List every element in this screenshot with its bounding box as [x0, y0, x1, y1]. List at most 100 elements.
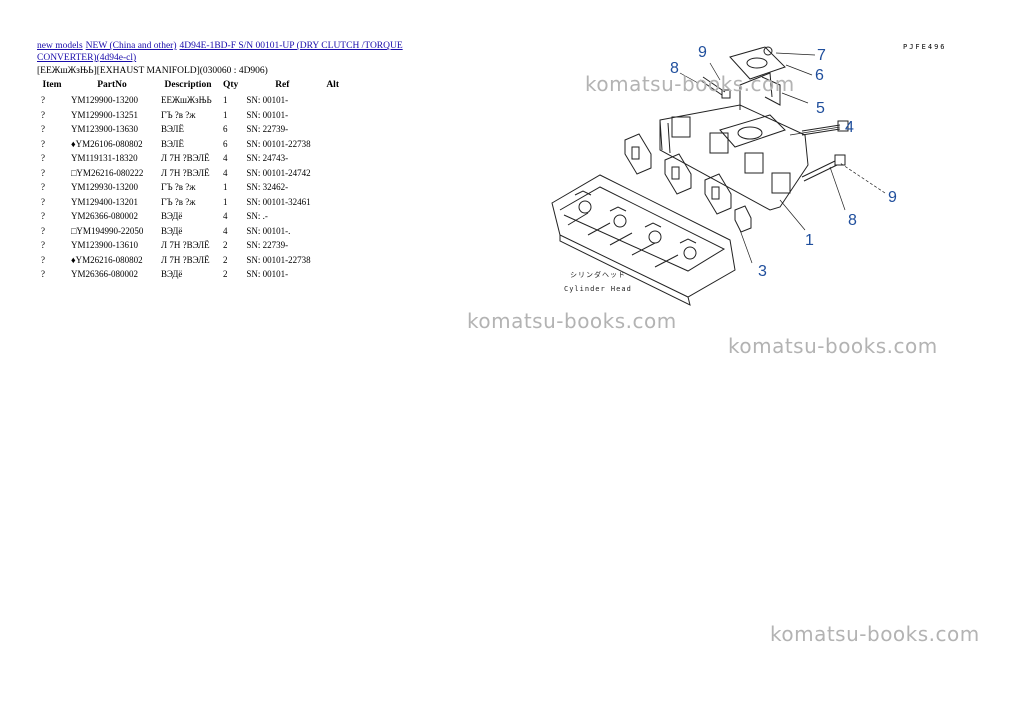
row-partno: YM129930-13200: [71, 182, 138, 193]
cylinder-head-label-en: Cylinder Head: [564, 285, 632, 293]
row-description: ВЭЛЁ: [161, 138, 184, 149]
row-partno: YM129900-13200: [71, 95, 138, 106]
page-title: [EEЖшЖзЊЬ][EXHAUST MANIFOLD](030060 : 4D…: [37, 66, 268, 76]
row-description: Л 7Н ?ВЭЛЁ: [161, 240, 210, 251]
row-description: ВЭДё: [161, 269, 183, 280]
row-ref: SN: 00101-24742: [246, 167, 311, 178]
header-description: Description: [164, 80, 212, 90]
row-partno: □YM194990-22050: [71, 225, 144, 236]
row-ref: SN: 24743-: [246, 153, 289, 164]
parts-table: Item PartNo Description Qty Ref Alt ?YM1…: [37, 78, 343, 282]
row-qty: 1: [223, 109, 228, 120]
row-qty: 4: [223, 167, 228, 178]
row-description: ВЭЛЁ: [161, 124, 184, 135]
row-qty: 4: [223, 225, 228, 236]
row-item: ?: [41, 138, 45, 149]
row-partno: YM129400-13201: [71, 196, 138, 207]
header-alt: Alt: [326, 80, 339, 90]
row-ref: SN: 00101-32461: [246, 196, 311, 207]
table-row: ? ♦YM26106-080802 ВЭЛЁ 6 SN: 00101-22738: [37, 137, 343, 152]
header-partno: PartNo: [97, 80, 127, 90]
row-qty: 1: [223, 196, 228, 207]
figure-code: PJFE496: [903, 43, 947, 51]
row-qty: 2: [223, 240, 228, 251]
table-row: ? YM129900-13251 ГЪ ?в ?ж 1 SN: 00101-: [37, 108, 343, 123]
row-item: ?: [41, 95, 45, 106]
row-item: ?: [41, 211, 45, 222]
row-description: Л 7Н ?ВЭЛЁ: [161, 254, 210, 265]
row-alt: [322, 267, 343, 282]
row-description: ГЪ ?в ?ж: [161, 196, 196, 207]
row-ref: SN: 32462-: [246, 182, 289, 193]
row-description: Л 7Н ?ВЭЛЁ: [161, 167, 210, 178]
row-qty: 4: [223, 153, 228, 164]
row-alt: [322, 166, 343, 181]
table-row: ? YM123900-13610 Л 7Н ?ВЭЛЁ 2 SN: 22739-: [37, 238, 343, 253]
row-partno: YM129900-13251: [71, 109, 138, 120]
watermark: komatsu-books.com: [728, 334, 938, 358]
row-ref: SN: 00101-: [246, 95, 289, 106]
row-alt: [322, 209, 343, 224]
callout-4: 4: [845, 119, 854, 136]
row-ref: SN: .-: [246, 211, 268, 222]
row-alt: [322, 122, 343, 137]
row-ref: SN: 22739-: [246, 240, 289, 251]
row-ref: SN: 00101-: [246, 109, 289, 120]
row-ref: SN: 00101-22738: [246, 138, 311, 149]
row-alt: [322, 151, 343, 166]
row-description: ГЪ ?в ?ж: [161, 109, 196, 120]
cylinder-head-drawing: [551, 174, 736, 306]
callout-9-bottom: 9: [888, 189, 897, 206]
row-qty: 6: [223, 124, 228, 135]
watermark: komatsu-books.com: [585, 72, 795, 96]
row-item: ?: [41, 124, 45, 135]
row-alt: [322, 180, 343, 195]
row-item: ?: [41, 196, 45, 207]
callout-1: 1: [805, 232, 814, 249]
row-qty: 6: [223, 138, 228, 149]
callout-6: 6: [815, 67, 824, 84]
row-item: ?: [41, 153, 45, 164]
row-partno: YM119131-18320: [71, 153, 138, 164]
row-description: EEЖшЖзЊЬ: [161, 95, 212, 106]
row-partno: □YM26216-080222: [71, 167, 144, 178]
breadcrumb-link-model[interactable]: 4D94E-1BD-F S/N 00101-UP (DRY CLUTCH /TO…: [37, 41, 403, 63]
row-alt: [322, 195, 343, 210]
row-partno: YM26366-080002: [71, 269, 138, 280]
bolt-drawing: [699, 46, 849, 182]
cylinder-head-label-jp: シリンダヘッド: [570, 270, 626, 279]
header-item: Item: [42, 80, 62, 90]
breadcrumb-link-new-china[interactable]: NEW (China and other): [85, 41, 177, 51]
breadcrumb-link-new-models[interactable]: new models: [37, 41, 83, 51]
callout-7: 7: [817, 47, 826, 64]
row-alt: [322, 108, 343, 123]
row-item: ?: [41, 225, 45, 236]
table-row: ? YM119131-18320 Л 7Н ?ВЭЛЁ 4 SN: 24743-: [37, 151, 343, 166]
row-alt: [322, 238, 343, 253]
row-description: Л 7Н ?ВЭЛЁ: [161, 153, 210, 164]
row-partno: ♦YM26106-080802: [71, 138, 143, 149]
row-ref: SN: 00101-.: [246, 225, 291, 236]
callout-3: 3: [758, 263, 767, 280]
gasket-drawing: [624, 133, 752, 233]
row-alt: [322, 224, 343, 239]
flange-drawing: [729, 46, 786, 106]
row-item: ?: [41, 240, 45, 251]
row-item: ?: [41, 109, 45, 120]
row-alt: [322, 93, 343, 108]
row-alt: [322, 253, 343, 268]
header-qty: Qty: [223, 80, 239, 90]
row-description: ВЭДё: [161, 211, 183, 222]
row-partno: YM123900-13610: [71, 240, 138, 251]
leader-lines: [679, 52, 886, 264]
row-qty: 2: [223, 269, 228, 280]
